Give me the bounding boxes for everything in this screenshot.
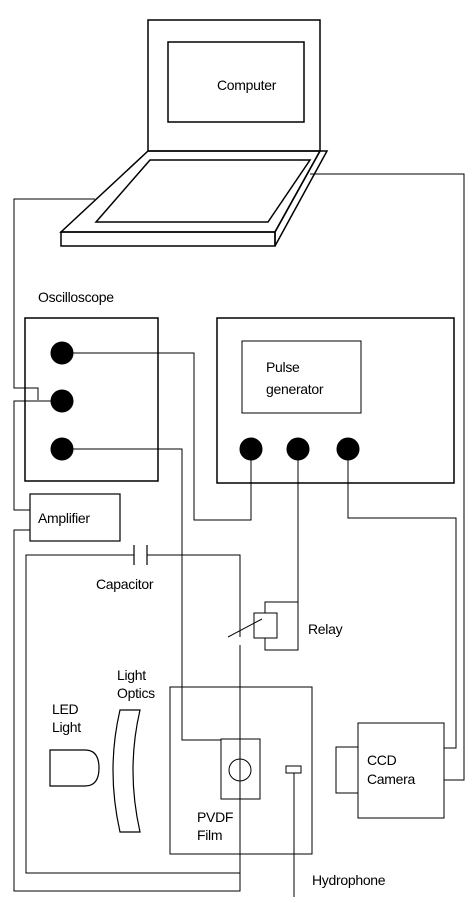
wire-computer-ccd bbox=[310, 173, 465, 781]
pulse-generator-box bbox=[216, 317, 455, 484]
wire-pg3-ccd bbox=[347, 460, 457, 749]
hydrophone-label: Hydrophone bbox=[312, 872, 386, 888]
oscilloscope-port-3 bbox=[50, 437, 74, 461]
capacitor bbox=[133, 545, 148, 565]
ccd-camera-lens bbox=[335, 746, 359, 794]
pulse-generator bbox=[216, 317, 455, 484]
hydrophone-sensor bbox=[285, 765, 302, 774]
pulse-generator-port-1 bbox=[239, 437, 263, 461]
led-light-label-line1: LED bbox=[52, 701, 79, 717]
wire-osc1-relay bbox=[73, 352, 252, 521]
laptop-screen-inner bbox=[167, 41, 305, 123]
water-tank bbox=[169, 686, 313, 855]
led-light bbox=[49, 749, 100, 787]
relay-bracket bbox=[264, 601, 299, 651]
ccd-camera-label-line2: Camera bbox=[367, 771, 415, 787]
wire-amplifier-loop bbox=[13, 529, 241, 892]
oscilloscope-box bbox=[24, 317, 159, 482]
light-optics-label-line2: Optics bbox=[117, 685, 155, 701]
relay bbox=[227, 601, 299, 651]
wire-capacitor-right bbox=[147, 554, 241, 637]
amplifier-label: Amplifier bbox=[38, 510, 90, 526]
ccd-camera bbox=[335, 722, 445, 819]
relay-label: Relay bbox=[308, 621, 343, 637]
wires bbox=[13, 173, 465, 897]
pulse-generator-display bbox=[241, 340, 362, 414]
pvdf-film-label-line2: Film bbox=[197, 827, 223, 843]
wire-capacitor-left bbox=[25, 554, 240, 874]
capacitor-label: Capacitor bbox=[96, 576, 154, 592]
wire-osc2-amplifier bbox=[13, 400, 51, 511]
oscilloscope bbox=[24, 317, 159, 482]
relay-coil bbox=[253, 612, 278, 639]
pulse-generator-port-2 bbox=[286, 437, 310, 461]
wire-computer-oscilloscope bbox=[13, 198, 95, 400]
laptop-base-front bbox=[60, 231, 276, 247]
amplifier-box bbox=[29, 493, 121, 542]
oscilloscope-port-1 bbox=[50, 341, 74, 365]
light-optics-lens bbox=[112, 709, 141, 833]
pulse-generator-port-3 bbox=[336, 437, 360, 461]
computer-label: Computer bbox=[217, 77, 277, 93]
computer-laptop bbox=[59, 19, 329, 247]
pulse-generator-label-line2: generator bbox=[266, 381, 324, 397]
relay-switch bbox=[227, 618, 263, 638]
pulse-generator-label-line1: Pulse bbox=[266, 359, 300, 375]
oscilloscope-label: Oscilloscope bbox=[38, 289, 114, 305]
light-optics-label-line1: Light bbox=[117, 667, 146, 683]
laptop-keyboard-area bbox=[94, 159, 312, 223]
led-light-label-line2: Light bbox=[52, 719, 81, 735]
pvdf-film-label-line1: PVDF bbox=[197, 809, 234, 825]
laptop-base-side bbox=[274, 150, 329, 247]
oscilloscope-port-2 bbox=[50, 389, 74, 413]
wire-osc3-pvdf bbox=[73, 448, 221, 741]
ccd-camera-label-line1: CCD bbox=[367, 752, 397, 768]
